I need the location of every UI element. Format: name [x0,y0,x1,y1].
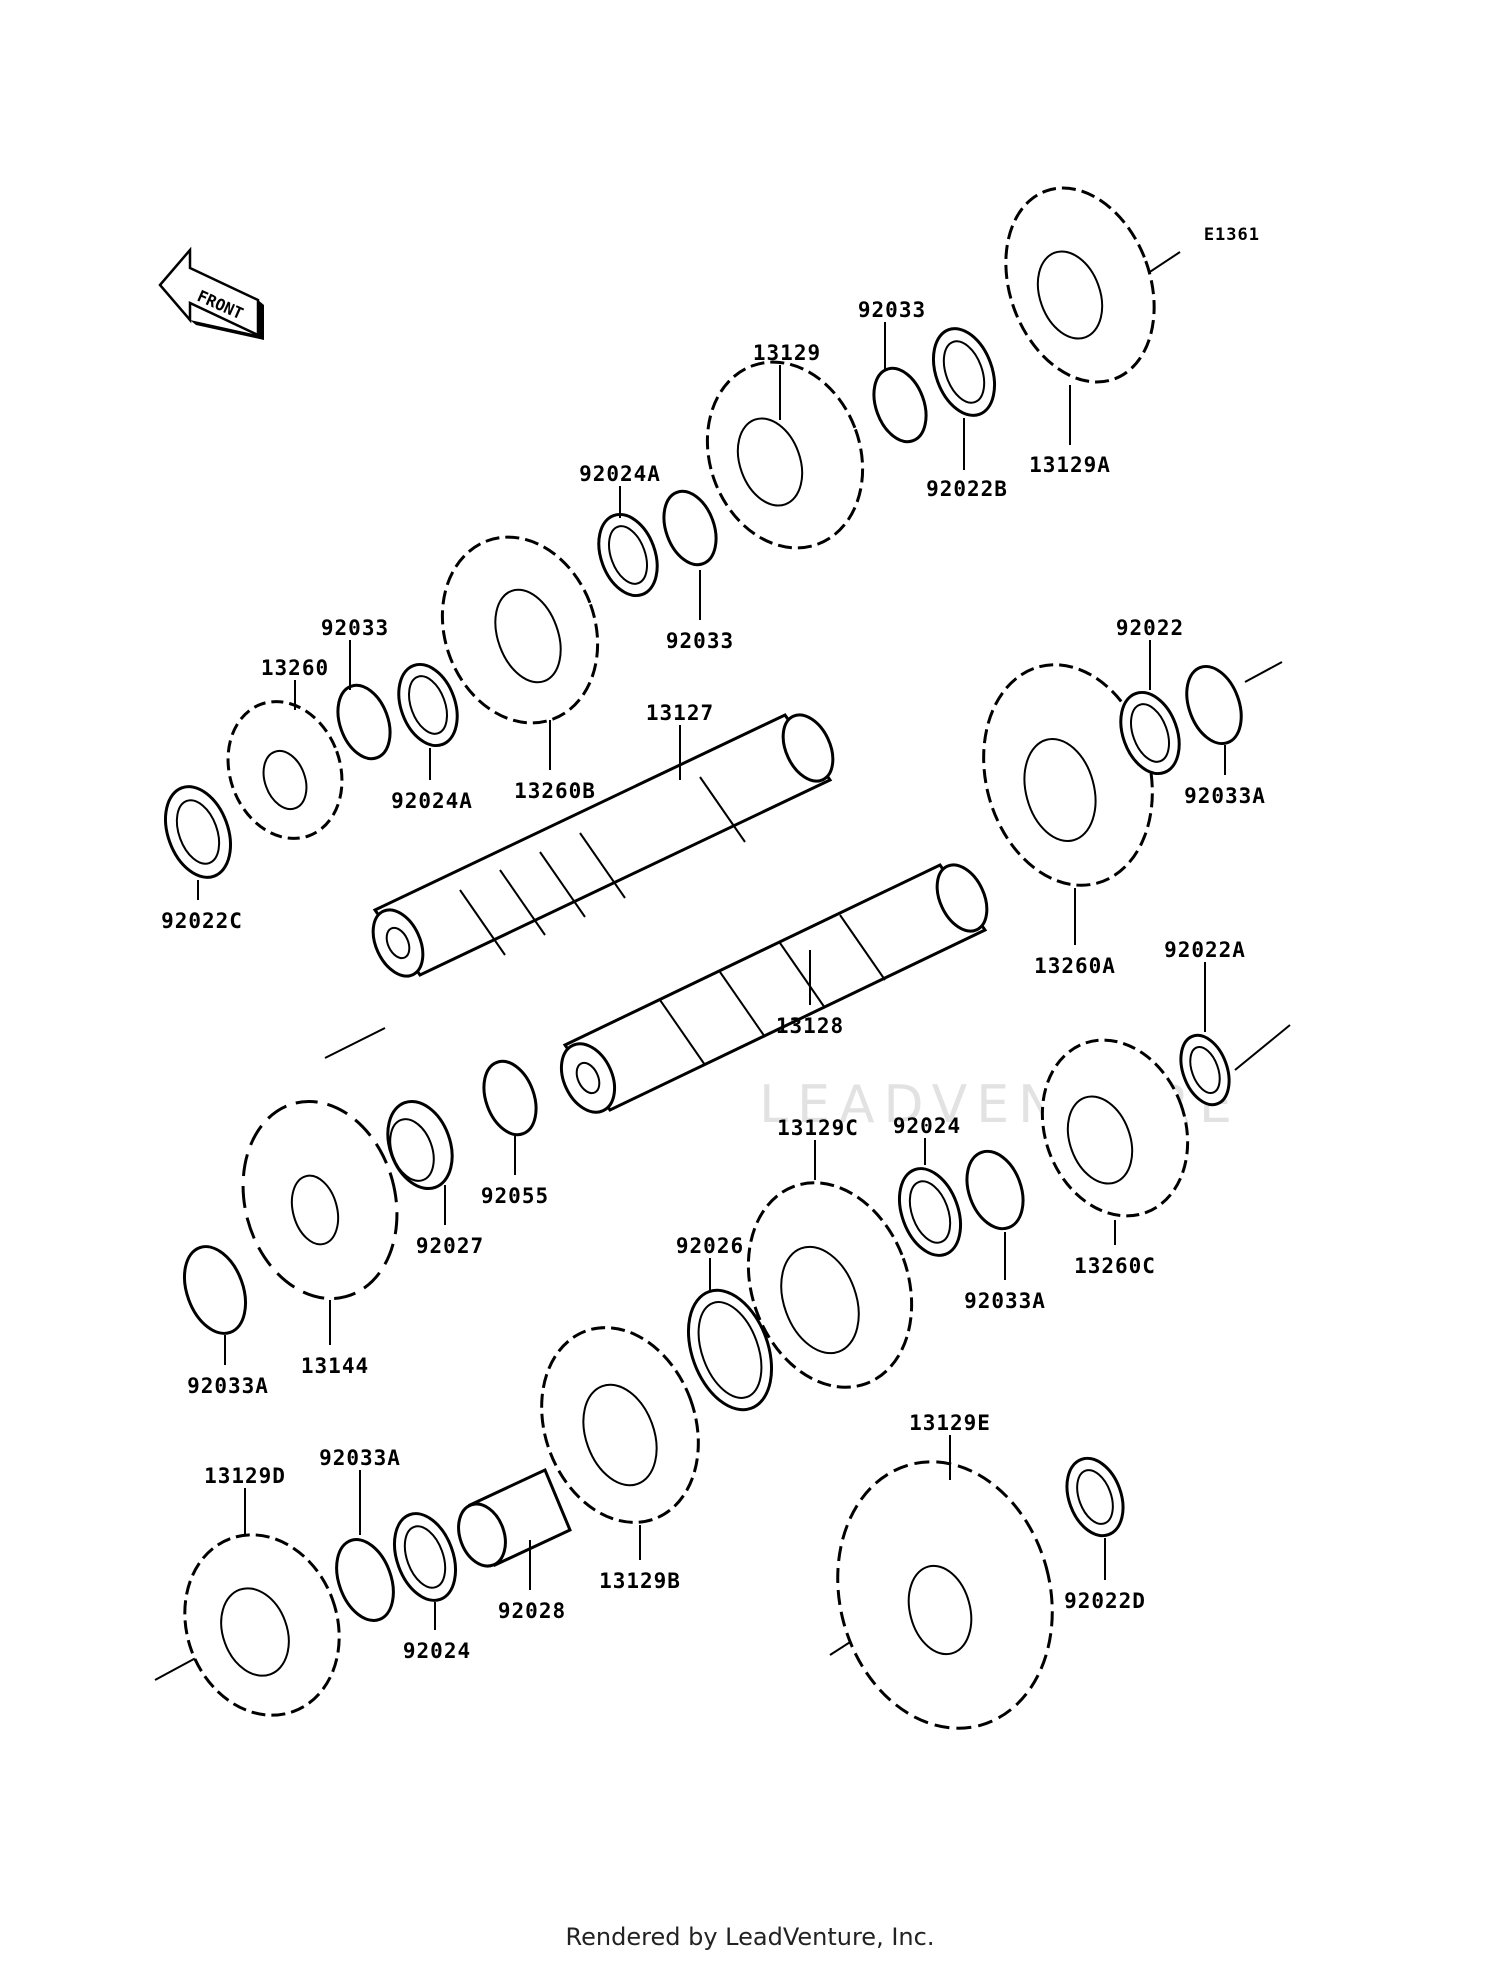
washer-92022 [1119,690,1181,776]
circlip-92033A-lower [335,1538,395,1622]
gear-13260A [982,663,1154,887]
gear-13129E [836,1460,1054,1730]
label-92026: 92026 [676,1234,744,1258]
label-92033A-lower: 92033A [319,1446,401,1470]
label-92033A-left: 92033A [187,1374,269,1398]
label-92022A: 92022A [1164,938,1246,962]
gear-13260C [1040,1038,1190,1218]
label-92055: 92055 [481,1184,549,1208]
circlip-92033-top [872,366,928,444]
part-labels: 13129A 92022B 92033 13129 92024A 92033 9… [161,298,1266,1663]
label-13260: 13260 [261,656,329,680]
label-92033-left: 92033 [321,616,389,640]
input-shaft [371,713,835,978]
label-92022D: 92022D [1064,1589,1146,1613]
sprocket-13144 [241,1099,399,1301]
label-13260C: 13260C [1074,1254,1156,1278]
washer-92022D [1065,1456,1125,1538]
gear-13260B [440,535,600,725]
bushing-92028 [457,1467,572,1568]
circlip-92033A-left [183,1245,247,1335]
label-92024A-upper: 92024A [579,462,661,486]
label-92024-lower: 92024 [403,1639,471,1663]
label-92033-top: 92033 [858,298,926,322]
washer-92024-lower [393,1512,457,1602]
gear-13260 [226,700,344,840]
label-13144: 13144 [301,1354,369,1378]
label-92027: 92027 [416,1234,484,1258]
label-13260A: 13260A [1034,954,1116,978]
label-92033A-upper: 92033A [1184,784,1266,808]
label-13129B: 13129B [599,1569,681,1593]
gear-13129D [183,1533,341,1717]
label-13128: 13128 [776,1014,844,1038]
label-13129: 13129 [753,341,821,365]
gear-13129A [1004,186,1156,384]
circlip-92055 [482,1059,538,1137]
front-direction-arrow: FRONT [158,246,264,340]
circlip-92033-mid [662,489,718,567]
washer-92024-mid [898,1167,962,1257]
washer-92022B [932,327,996,417]
circlip-92033A-upper [1185,664,1243,746]
label-92033-mid: 92033 [666,629,734,653]
label-92022: 92022 [1116,616,1184,640]
gear-13129 [705,360,865,550]
label-92022C: 92022C [161,909,243,933]
output-shaft [559,863,989,1114]
leader-lines [197,322,1226,1630]
circlip-92033-left [336,683,392,761]
label-13129D: 13129D [204,1464,286,1488]
diagram-code: E1361 [1204,225,1260,245]
washer-92024A-lower [397,662,459,748]
label-13129C: 13129C [777,1116,859,1140]
label-92024A-lower: 92024A [391,789,473,813]
label-92028: 92028 [498,1599,566,1623]
washer-92022C [164,785,232,879]
label-92033A-mid: 92033A [964,1289,1046,1313]
gear-13129B [540,1326,700,1524]
gear-13129C [746,1181,914,1389]
label-13127: 13127 [646,701,714,725]
washer-92026 [686,1288,774,1412]
render-credit: Rendered by LeadVenture, Inc. [566,1923,935,1951]
washer-92024A-upper [597,512,659,598]
label-92024-mid: 92024 [893,1114,961,1138]
label-13129E: 13129E [909,1411,991,1435]
label-13129A: 13129A [1029,453,1111,477]
circlip-92033A-mid [965,1149,1025,1231]
bushing-92027 [386,1099,454,1191]
label-13260B: 13260B [514,779,596,803]
washer-92022A [1179,1033,1231,1107]
label-92022B: 92022B [926,477,1008,501]
